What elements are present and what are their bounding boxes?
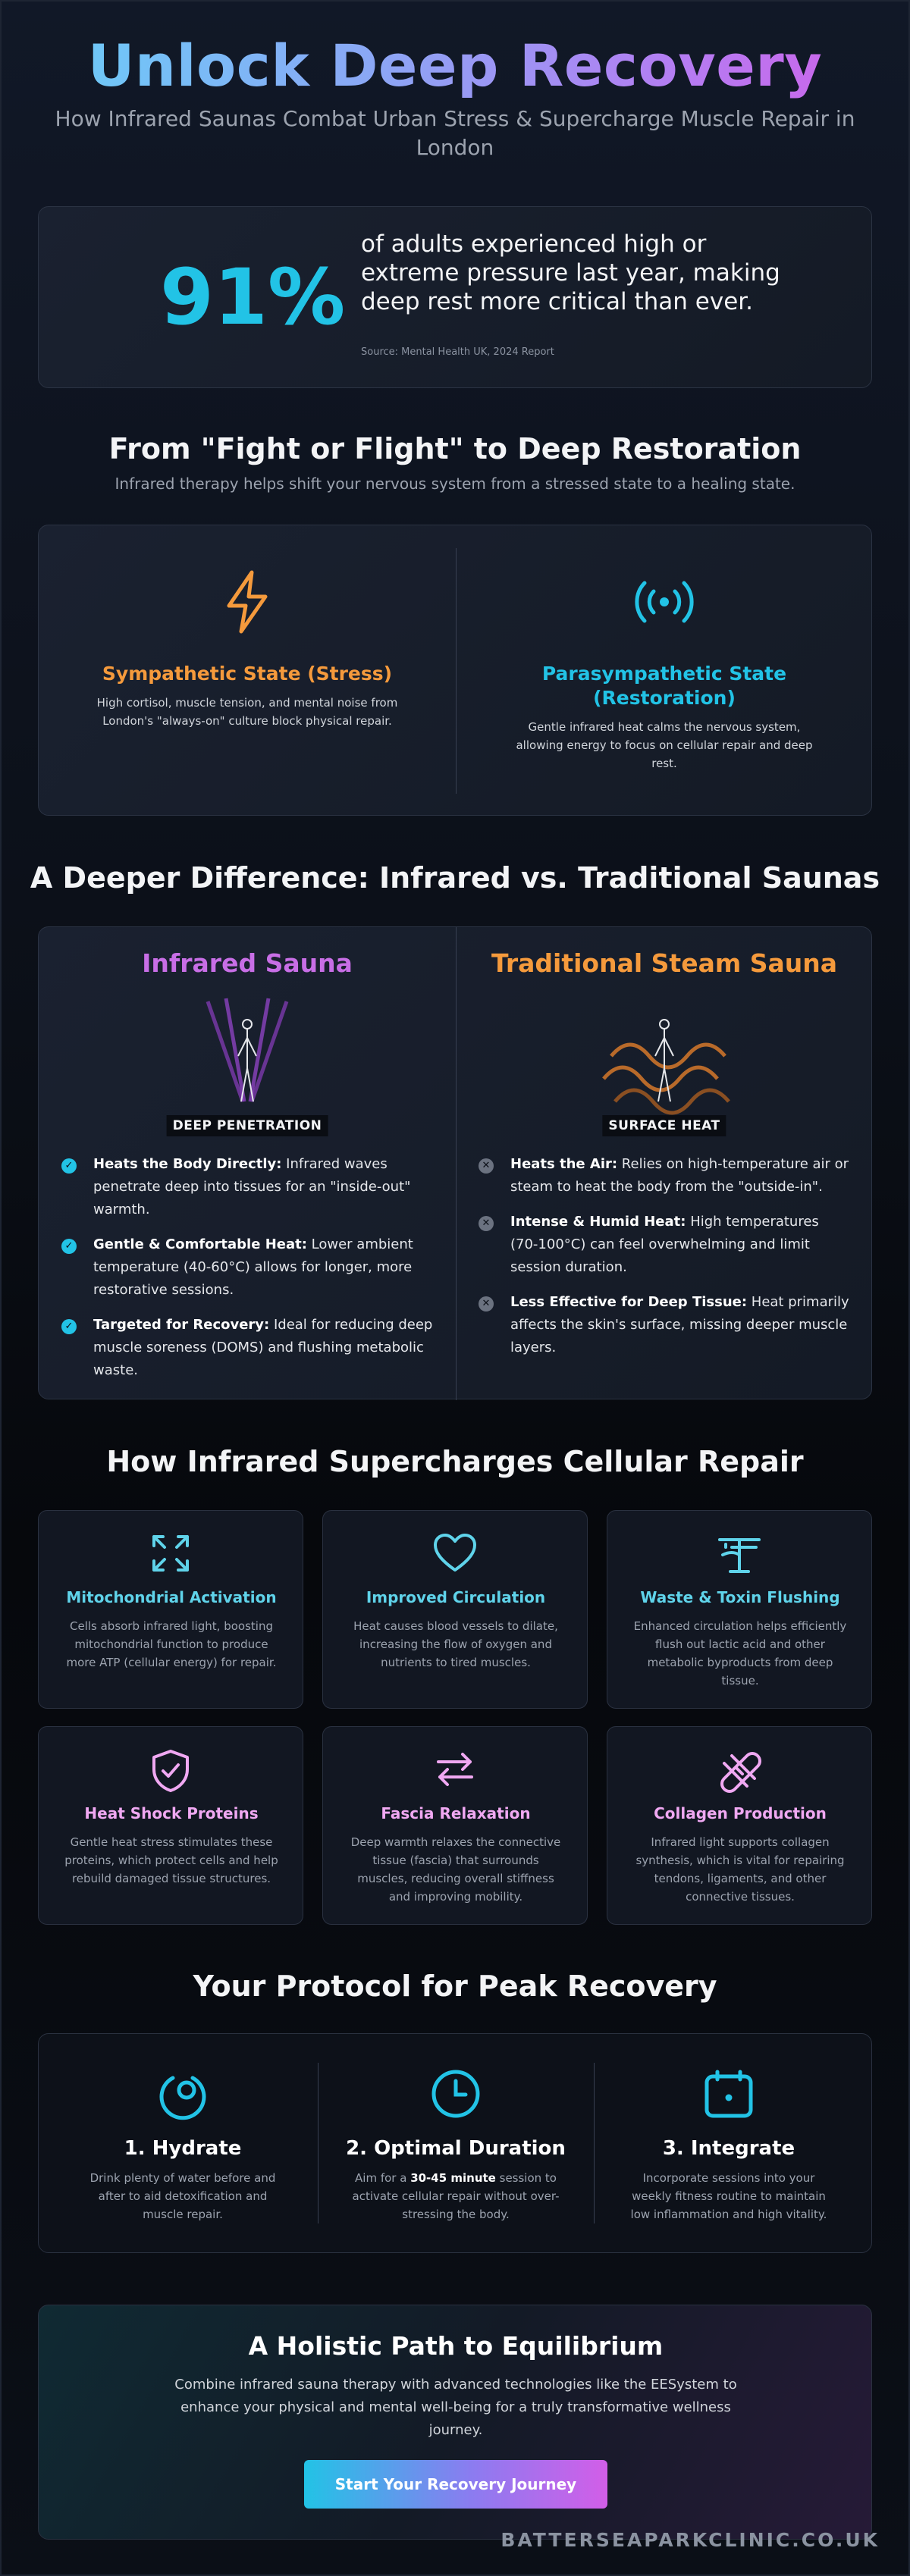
protocol-step-title: 1. Hydrate bbox=[124, 2137, 242, 2160]
traditional-column: Traditional Steam Sauna SURFACE HEAT ✕He… bbox=[456, 927, 873, 1400]
sympathetic-desc: High cortisol, muscle tension, and menta… bbox=[96, 696, 398, 728]
benefit-card: Mitochondrial Activation Cells absorb in… bbox=[38, 1510, 303, 1709]
benefit-title: Improved Circulation bbox=[366, 1588, 546, 1606]
footer-site-url[interactable]: BATTERSEAPARKCLINIC.CO.UK bbox=[500, 2529, 880, 2551]
fountain-icon bbox=[715, 1532, 764, 1578]
list-item: ✕Less Effective for Deep Tissue: Heat pr… bbox=[479, 1291, 850, 1359]
protocol-step-desc: Aim for a 30-45 minute session to activa… bbox=[352, 2171, 560, 2221]
protocol-step-desc: Incorporate sessions into your weekly fi… bbox=[630, 2171, 827, 2221]
protocol-divider bbox=[594, 2063, 595, 2223]
clock-icon bbox=[429, 2067, 482, 2123]
benefit-card: Collagen Production Infrared light suppo… bbox=[607, 1726, 872, 1925]
shield-check-icon bbox=[149, 1748, 192, 1797]
traditional-list: ✕Heats the Air: Relies on high-temperatu… bbox=[479, 1153, 850, 1371]
compare-card: Infrared Sauna DEEP PENETRATION ✓Heats t… bbox=[38, 926, 873, 1400]
infrared-column: Infrared Sauna DEEP PENETRATION ✓Heats t… bbox=[39, 927, 456, 1400]
x-icon: ✕ bbox=[479, 1158, 494, 1174]
infrared-tag: DEEP PENETRATION bbox=[166, 1115, 328, 1136]
benefit-desc: Gentle heat stress stimulates these prot… bbox=[64, 1835, 278, 1885]
steam-waves-illustration bbox=[602, 1019, 730, 1115]
repair-section-title: How Infrared Supercharges Cellular Repai… bbox=[106, 1445, 804, 1478]
benefit-card: Fascia Relaxation Deep warmth relaxes th… bbox=[322, 1726, 588, 1925]
infrared-list: ✓Heats the Body Directly: Infrared waves… bbox=[61, 1153, 433, 1394]
infrared-waves-illustration bbox=[206, 998, 289, 1102]
list-item: ✕Heats the Air: Relies on high-temperatu… bbox=[479, 1153, 850, 1199]
calendar-icon bbox=[702, 2067, 755, 2123]
list-item: ✕Intense & Humid Heat: High temperatures… bbox=[479, 1211, 850, 1279]
sympathetic-state: Sympathetic State (Stress) High cortisol… bbox=[46, 525, 448, 816]
benefit-title: Fascia Relaxation bbox=[381, 1804, 531, 1822]
traditional-title: Traditional Steam Sauna bbox=[491, 948, 838, 978]
benefit-desc: Cells absorb infrared light, boosting mi… bbox=[66, 1619, 277, 1669]
stat-text: of adults experienced high or extreme pr… bbox=[361, 230, 780, 315]
benefit-card: Improved Circulation Heat causes blood v… bbox=[322, 1510, 588, 1709]
protocol-section-title: Your Protocol for Peak Recovery bbox=[193, 1970, 717, 2003]
benefit-desc: Heat causes blood vessels to dilate, inc… bbox=[353, 1619, 558, 1669]
sympathetic-title: Sympathetic State (Stress) bbox=[102, 663, 393, 685]
x-icon: ✕ bbox=[479, 1216, 494, 1231]
benefit-title: Heat Shock Proteins bbox=[84, 1804, 259, 1822]
parasympathetic-desc: Gentle infrared heat calms the nervous s… bbox=[516, 720, 813, 770]
protocol-step: 2. Optimal Duration Aim for a 30-45 minu… bbox=[319, 2034, 592, 2254]
states-divider bbox=[456, 548, 457, 794]
parasympathetic-state: Parasympathetic State (Restoration) Gent… bbox=[463, 525, 865, 816]
bandage-icon bbox=[717, 1748, 762, 1797]
stat-card: 91% of adults experienced high or extrem… bbox=[38, 206, 872, 388]
benefit-desc: Deep warmth relaxes the connective tissu… bbox=[350, 1835, 561, 1904]
cta-title: A Holistic Path to Equilibrium bbox=[248, 2331, 664, 2361]
benefit-title: Collagen Production bbox=[654, 1804, 827, 1822]
check-icon: ✓ bbox=[61, 1158, 77, 1174]
water-drop-icon bbox=[156, 2067, 209, 2123]
protocol-step: 1. Hydrate Drink plenty of water before … bbox=[46, 2034, 319, 2254]
compare-section-title: A Deeper Difference: Infrared vs. Tradit… bbox=[30, 861, 880, 895]
parasympathetic-title: Parasympathetic State (Restoration) bbox=[541, 663, 787, 709]
protocol-card: 1. Hydrate Drink plenty of water before … bbox=[38, 2033, 872, 2253]
list-item: ✓Heats the Body Directly: Infrared waves… bbox=[61, 1153, 433, 1221]
page-subtitle: How Infrared Saunas Combat Urban Stress … bbox=[55, 106, 855, 160]
lightning-icon bbox=[217, 568, 278, 639]
x-icon: ✕ bbox=[479, 1296, 494, 1312]
benefit-title: Waste & Toxin Flushing bbox=[640, 1588, 840, 1606]
stat-value: 91% bbox=[160, 252, 346, 343]
expand-arrows-icon bbox=[149, 1532, 192, 1578]
protocol-step: 3. Integrate Incorporate sessions into y… bbox=[592, 2034, 865, 2254]
benefit-title: Mitochondrial Activation bbox=[66, 1588, 277, 1606]
stat-source: Source: Mental Health UK, 2024 Report bbox=[361, 346, 554, 358]
states-section-subtitle: Infrared therapy helps shift your nervou… bbox=[115, 475, 795, 493]
check-icon: ✓ bbox=[61, 1239, 77, 1254]
list-item: ✓Targeted for Recovery: Ideal for reduci… bbox=[61, 1314, 433, 1382]
benefit-desc: Infrared light supports collagen synthes… bbox=[635, 1835, 845, 1904]
benefit-desc: Enhanced circulation helps efficiently f… bbox=[633, 1619, 847, 1688]
cta-card: A Holistic Path to Equilibrium Combine i… bbox=[38, 2305, 872, 2540]
protocol-step-title: 3. Integrate bbox=[662, 2137, 795, 2160]
infrared-title: Infrared Sauna bbox=[142, 948, 353, 978]
check-icon: ✓ bbox=[61, 1319, 77, 1334]
list-item: ✓Gentle & Comfortable Heat: Lower ambien… bbox=[61, 1233, 433, 1302]
heart-icon bbox=[432, 1532, 478, 1578]
broadcast-icon bbox=[628, 568, 701, 639]
protocol-step-desc: Drink plenty of water before and after t… bbox=[89, 2171, 276, 2221]
compare-divider bbox=[456, 927, 457, 1400]
protocol-step-title: 2. Optimal Duration bbox=[346, 2137, 566, 2160]
start-recovery-button[interactable]: Start Your Recovery Journey bbox=[304, 2460, 607, 2509]
states-section-title: From "Fight or Flight" to Deep Restorati… bbox=[108, 432, 802, 465]
swap-arrows-icon bbox=[432, 1748, 478, 1794]
traditional-tag: SURFACE HEAT bbox=[602, 1115, 726, 1136]
benefit-card: Heat Shock Proteins Gentle heat stress s… bbox=[38, 1726, 303, 1925]
states-card: Sympathetic State (Stress) High cortisol… bbox=[38, 525, 872, 816]
page-title: Unlock Deep Recovery bbox=[0, 32, 910, 99]
cta-desc: Combine infrared sauna therapy with adva… bbox=[174, 2377, 737, 2438]
benefit-card: Waste & Toxin Flushing Enhanced circulat… bbox=[607, 1510, 872, 1709]
